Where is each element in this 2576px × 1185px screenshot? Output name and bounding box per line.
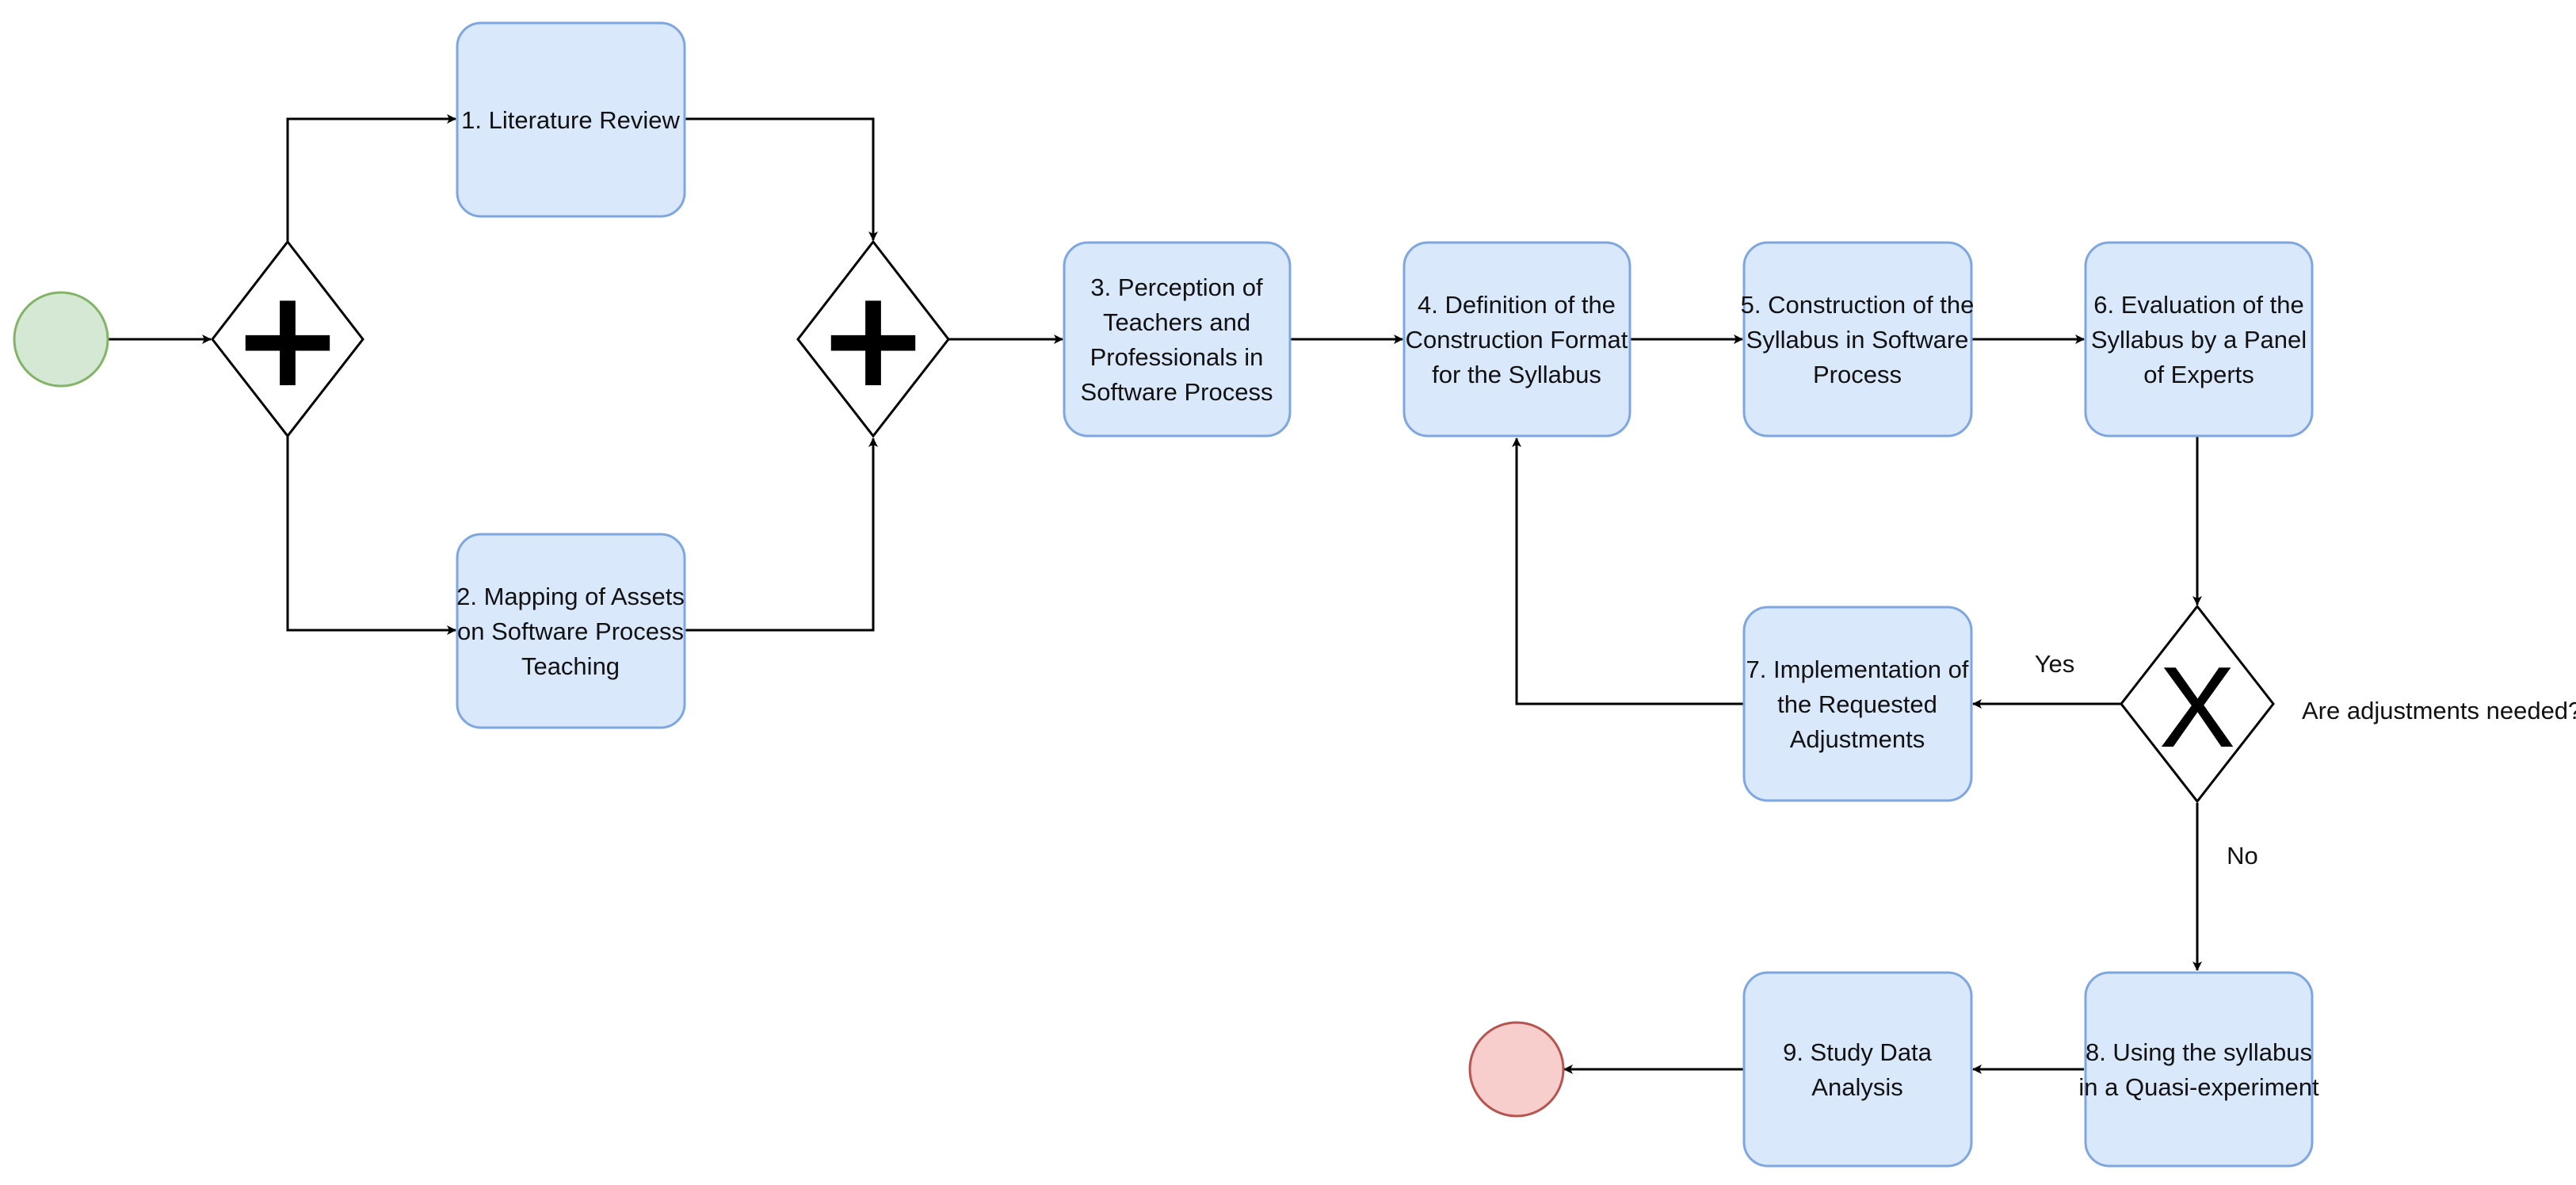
flow-task2-to-join <box>685 438 878 632</box>
parallel-gateway-join: + <box>796 239 950 438</box>
task-perception-of-teachers <box>1063 241 1292 438</box>
task-construction-of-syllabus <box>1742 241 1973 438</box>
decision-question-label: Are adjustments needed? <box>2302 697 2576 724</box>
task-label-line: 1. Literature Review <box>461 106 680 134</box>
flow-task7-to-task4 <box>1512 438 1744 705</box>
x-icon: X <box>2159 643 2236 771</box>
task-label-line: Adjustments <box>1790 725 1925 753</box>
task-label-line: Syllabus by a Panel <box>2091 326 2307 354</box>
plus-icon: + <box>231 261 344 418</box>
task-mapping-of-assets <box>456 533 686 729</box>
task-label-line: Teaching <box>521 652 620 680</box>
task-label-line: Software Process <box>1081 378 1273 406</box>
task-label-line: 2. Mapping of Assets <box>456 583 685 610</box>
task-study-data-analysis <box>1742 971 1973 1168</box>
task-label-line: 8. Using the syllabus <box>2086 1038 2312 1066</box>
task-label-line: Professionals in <box>1090 343 1264 371</box>
task-labels: 1. Literature Review 2. Mapping of Assets… <box>456 106 2319 1101</box>
flow-split-to-task1 <box>286 114 456 242</box>
task-label-line: 4. Definition of the <box>1418 291 1616 319</box>
task-literature-review <box>456 21 686 218</box>
task-label-line: for the Syllabus <box>1432 361 1601 388</box>
task-label-line: 5. Construction of the <box>1741 291 1975 319</box>
task-definition-of-format <box>1402 241 1631 438</box>
task-implementation-of-adjustments <box>1742 606 1973 802</box>
task-label-line: 7. Implementation of <box>1746 656 1969 683</box>
task-label-line: Analysis <box>1811 1073 1902 1101</box>
task-label-line: of Experts <box>2143 361 2254 388</box>
task-label-line: 6. Evaluation of the <box>2093 291 2303 319</box>
task-label-line: Syllabus in Software <box>1746 326 1969 354</box>
no-edge-label: No <box>2227 842 2258 870</box>
task-literature-review-label: 1. Literature Review <box>461 106 680 134</box>
task-label-line: in a Quasi-experiment <box>2078 1073 2319 1101</box>
task-label-line: the Requested <box>1777 690 1937 718</box>
exclusive-gateway-decision: X <box>2120 604 2275 804</box>
task-label-line: Process <box>1813 361 1902 388</box>
yes-edge-label: Yes <box>2035 650 2075 678</box>
start-event <box>13 291 109 388</box>
task-using-the-syllabus <box>2084 971 2314 1168</box>
flow-task1-to-join <box>685 117 878 241</box>
flow-split-to-task2 <box>286 436 456 635</box>
task-label-line: Teachers and <box>1103 308 1250 336</box>
sequence-flows <box>108 114 2202 1074</box>
end-event <box>1468 1021 1565 1118</box>
task-evaluation-by-experts <box>2084 241 2314 438</box>
parallel-gateway-split: + <box>211 239 364 438</box>
task-using-the-syllabus-label: 8. Using the syllabus in a Quasi-experime… <box>2078 1038 2319 1101</box>
plus-icon: + <box>817 261 929 418</box>
task-label-line: Construction Format <box>1406 326 1628 354</box>
task-label-line: on Software Process <box>457 617 684 645</box>
task-label-line: 9. Study Data <box>1783 1038 1933 1066</box>
task-label-line: 3. Perception of <box>1090 273 1263 301</box>
